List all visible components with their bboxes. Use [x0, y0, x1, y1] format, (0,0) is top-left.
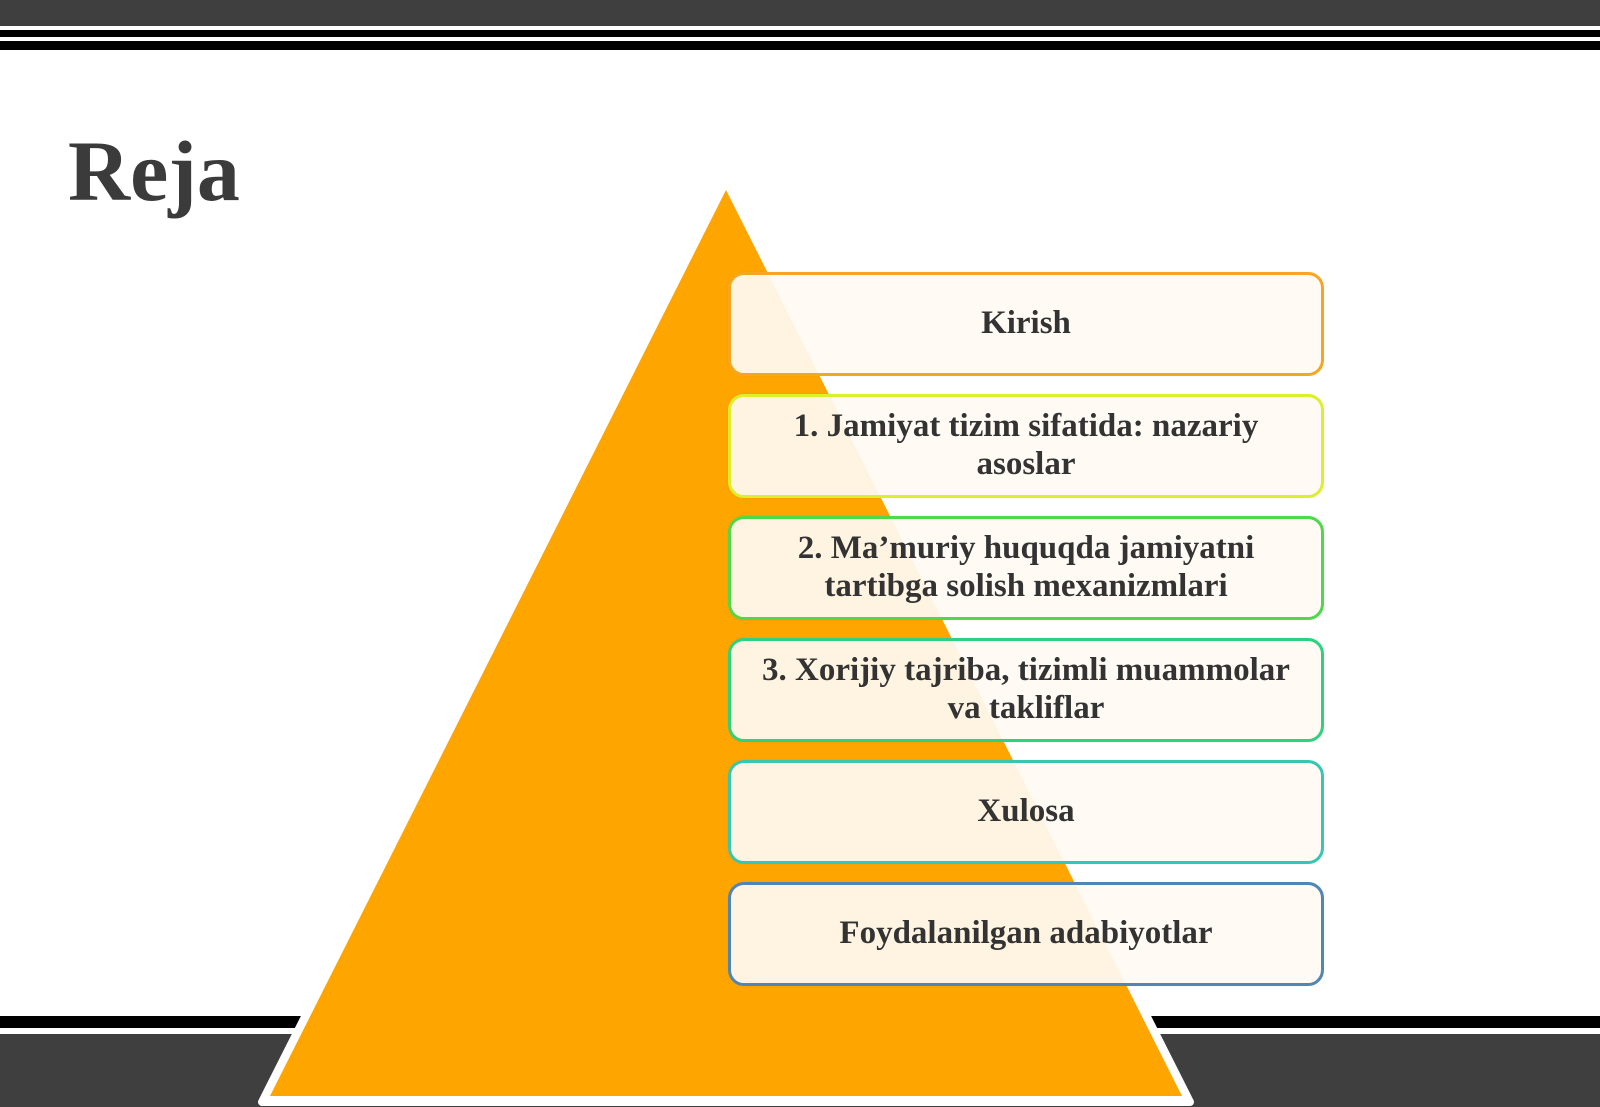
- plan-item-section-3: 3. Xorijiy tajriba, tizimli muammolar va…: [728, 638, 1324, 742]
- plan-item-label: 1. Jamiyat tizim sifatida: nazariy asosl…: [793, 408, 1259, 482]
- plan-item-label: Kirish: [981, 305, 1071, 342]
- plan-item-section-1: 1. Jamiyat tizim sifatida: nazariy asosl…: [728, 394, 1324, 498]
- plan-item-intro: Kirish: [728, 272, 1324, 376]
- plan-item-conclusion: Xulosa: [728, 760, 1324, 864]
- plan-item-label: Foydalanilgan adabiyotlar: [839, 915, 1213, 952]
- pyramid-fill: [270, 190, 1182, 1096]
- top-stripe: [0, 30, 1600, 37]
- plan-item-label: 3. Xorijiy tajriba, tizimli muammolar va…: [762, 652, 1290, 726]
- plan-item-label: 2. Ma’muriy huquqda jamiyatni tartibga s…: [797, 530, 1255, 604]
- slide-title: Reja: [68, 123, 240, 219]
- plan-item-label: Xulosa: [977, 793, 1075, 830]
- top-stripe: [0, 41, 1600, 50]
- plan-item-section-2: 2. Ma’muriy huquqda jamiyatni tartibga s…: [728, 516, 1324, 620]
- plan-item-references: Foydalanilgan adabiyotlar: [728, 882, 1324, 986]
- top-band: [0, 0, 1600, 26]
